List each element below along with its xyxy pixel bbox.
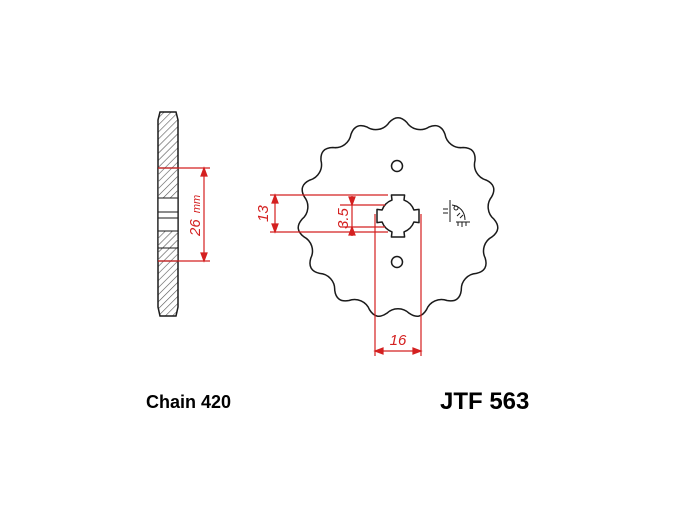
spline-width-dimension [373,214,423,356]
spline-width-text: 16 [390,332,407,349]
sprocket-outline [297,116,499,318]
wear-indicator-icon [443,200,470,227]
spline-height-dimension [270,193,388,234]
side-view-hub-hatch-top [158,168,178,198]
side-view [157,111,179,317]
hub-width-text: 26 mm [187,195,204,237]
spline-offset-text: 3.5 [335,207,352,229]
part-number-label: JTF 563 [440,388,530,415]
front-view [297,116,499,318]
chain-size-label: Chain 420 [146,392,232,412]
spline-offset-dimension [340,196,385,236]
spline-height-text: 13 [255,205,272,222]
mounting-hole-top [390,159,404,173]
mounting-hole-bottom [390,255,404,269]
splined-bore [376,194,420,238]
side-view-hub-hatch-bottom [158,231,178,261]
hub-width-dimension [158,166,210,263]
